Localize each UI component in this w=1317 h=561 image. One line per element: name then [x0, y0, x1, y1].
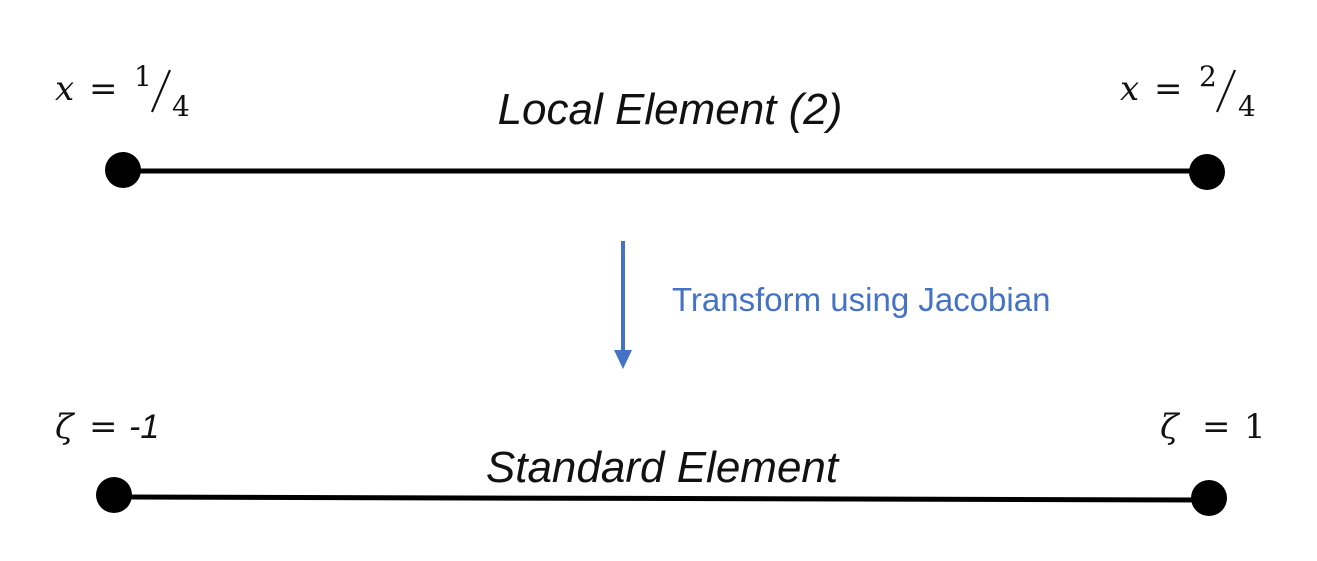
local-right-numerator: 2: [1199, 60, 1217, 93]
transform-arrow-head: [614, 350, 632, 369]
standard-element-group: ζ = -1 ζ = 1 Standard Element: [55, 407, 1266, 516]
local-left-equals: =: [89, 69, 118, 109]
local-right-equals: =: [1154, 69, 1183, 109]
standard-right-label: ζ = 1: [1160, 407, 1266, 447]
standard-right-node: [1191, 480, 1227, 516]
standard-right-value: 1: [1244, 407, 1266, 447]
standard-left-node: [96, 477, 132, 513]
local-left-variable: x: [55, 69, 74, 109]
local-right-fraction-slash: [1215, 69, 1237, 113]
local-element-group: x = 1 4 x = 2 4 Local Element (2): [55, 60, 1256, 190]
local-left-numerator: 1: [134, 60, 152, 93]
local-element-title: Local Element (2): [498, 85, 843, 134]
standard-left-value: -1: [129, 408, 159, 446]
transform-group: Transform using Jacobian: [614, 241, 1050, 369]
transform-label: Transform using Jacobian: [672, 281, 1050, 318]
local-left-label: x = 1 4: [55, 60, 190, 123]
local-right-label: x = 2 4: [1120, 60, 1256, 123]
local-right-node: [1189, 154, 1225, 190]
local-left-node: [105, 152, 141, 188]
standard-left-variable: ζ: [55, 407, 76, 447]
standard-right-equals: =: [1202, 407, 1231, 447]
standard-element-line: [113, 494, 1210, 503]
standard-left-label: ζ = -1: [55, 407, 159, 447]
local-left-denominator: 4: [172, 90, 190, 123]
local-right-variable: x: [1120, 69, 1139, 109]
local-left-fraction-slash: [150, 69, 172, 113]
local-right-denominator: 4: [1238, 90, 1256, 123]
standard-element-title: Standard Element: [486, 443, 840, 492]
standard-left-equals: =: [89, 407, 118, 447]
standard-right-variable: ζ: [1160, 407, 1181, 447]
